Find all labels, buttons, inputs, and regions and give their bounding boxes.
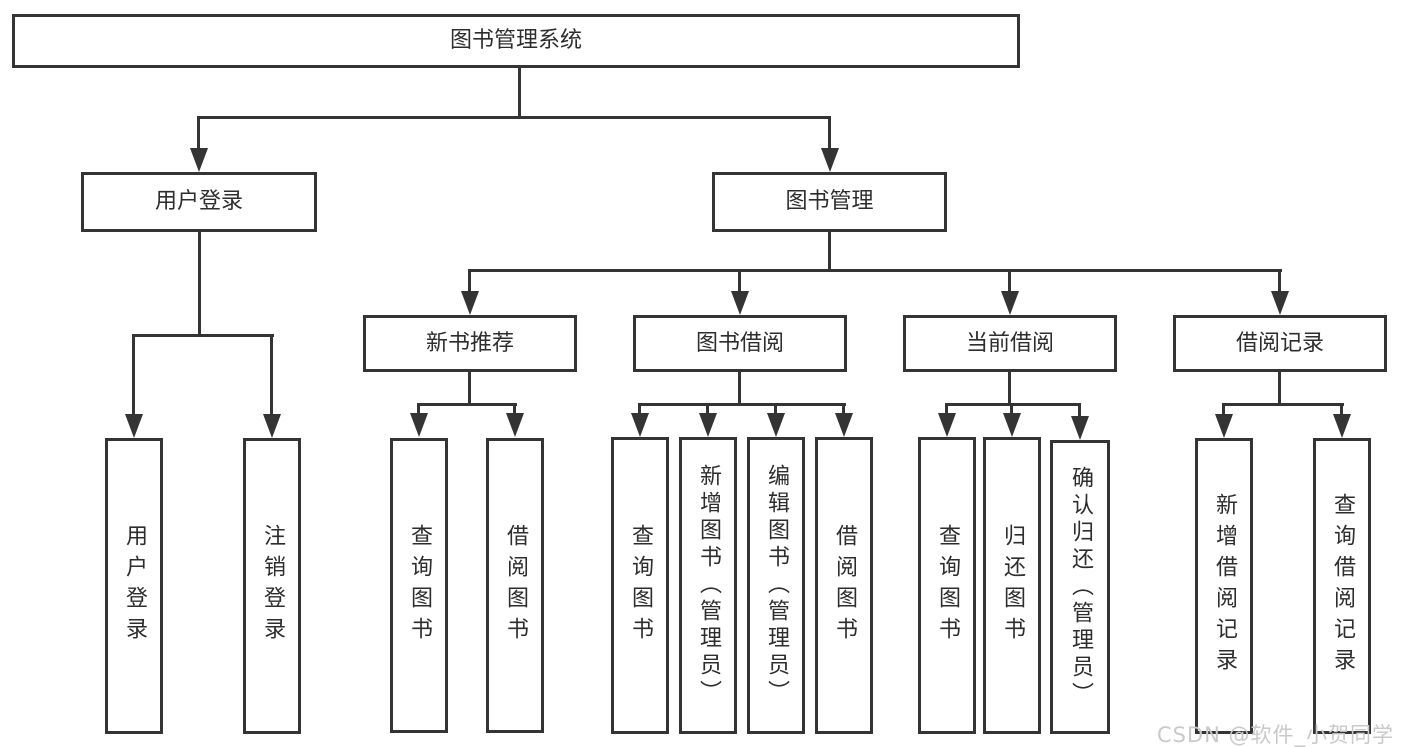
arrow-down-icon (699, 413, 717, 437)
arrow-down-icon (506, 413, 524, 437)
arrow-down-icon (410, 413, 428, 437)
arrow-down-icon (461, 291, 479, 315)
connector-line (842, 405, 845, 417)
arrow-down-icon (731, 291, 749, 315)
arrow-down-icon (1071, 416, 1089, 440)
connector-line (738, 372, 741, 405)
connector-line (1278, 372, 1281, 405)
connector-line (1222, 403, 1344, 406)
arrow-down-icon (1271, 291, 1289, 315)
node-user-login: 用户登录 (81, 172, 317, 232)
connector-line (132, 336, 135, 416)
connector-line (197, 118, 200, 151)
connector-line (1010, 405, 1013, 417)
node-new-book-recommend: 新书推荐 (363, 315, 577, 372)
connector-line (828, 232, 831, 272)
connector-line (1008, 271, 1011, 293)
leaf-record-add-record: 新增借阅记录 (1195, 438, 1253, 734)
connector-line (706, 405, 709, 417)
arrow-down-icon (1003, 413, 1021, 437)
leaf-current-confirm-return-admin: 确认归还（管理员） (1050, 440, 1110, 734)
leaf-newbook-query-books: 查询图书 (390, 438, 448, 733)
leaf-newbook-borrow-books: 借阅图书 (486, 438, 544, 733)
connector-line (132, 334, 274, 337)
arrow-down-icon (821, 148, 839, 172)
connector-line (270, 336, 273, 416)
connector-line (197, 116, 831, 119)
connector-line (468, 372, 471, 405)
connector-line (828, 118, 831, 151)
connector-line (774, 405, 777, 417)
leaf-borrow-edit-books-admin: 编辑图书（管理员） (747, 437, 805, 734)
connector-line (198, 232, 201, 336)
arrow-down-icon (938, 413, 956, 437)
connector-line (1340, 405, 1343, 417)
connector-line (638, 405, 641, 417)
connector-line (1078, 405, 1081, 420)
connector-line (638, 403, 846, 406)
leaf-current-query-books: 查询图书 (918, 437, 976, 734)
leaf-borrow-add-books-admin: 新增图书（管理员） (679, 437, 737, 734)
connector-line (513, 405, 516, 417)
connector-line (468, 269, 1282, 272)
node-borrowing-records: 借阅记录 (1173, 315, 1387, 372)
csdn-watermark: CSDN @软件_小贺同学 (1157, 723, 1395, 747)
arrow-down-icon (835, 413, 853, 437)
connector-line (945, 403, 1081, 406)
arrow-down-icon (1001, 291, 1019, 315)
connector-line (1008, 372, 1011, 405)
connector-line (417, 405, 420, 417)
leaf-current-return-books: 归还图书 (983, 437, 1041, 734)
arrow-down-icon (1215, 414, 1233, 438)
connector-line (468, 271, 471, 293)
node-book-borrowing: 图书借阅 (633, 315, 847, 372)
connector-line (417, 403, 517, 406)
arrow-down-icon (1333, 414, 1351, 438)
node-book-management: 图书管理 (712, 172, 947, 232)
arrow-down-icon (631, 413, 649, 437)
leaf-logout: 注销登录 (243, 438, 301, 734)
connector-line (945, 405, 948, 417)
arrow-down-icon (190, 148, 208, 172)
connector-line (1222, 405, 1225, 417)
leaf-user-login: 用户登录 (105, 438, 163, 734)
node-current-borrowing: 当前借阅 (903, 315, 1117, 372)
connector-line (518, 68, 521, 118)
arrow-down-icon (767, 413, 785, 437)
arrow-down-icon (263, 414, 281, 438)
arrow-down-icon (125, 414, 143, 438)
node-root: 图书管理系统 (12, 14, 1020, 68)
connector-line (1278, 271, 1281, 293)
connector-line (738, 271, 741, 293)
leaf-borrow-borrow-books: 借阅图书 (815, 437, 873, 734)
leaf-record-query-record: 查询借阅记录 (1313, 438, 1371, 734)
leaf-borrow-query-books: 查询图书 (611, 437, 669, 734)
